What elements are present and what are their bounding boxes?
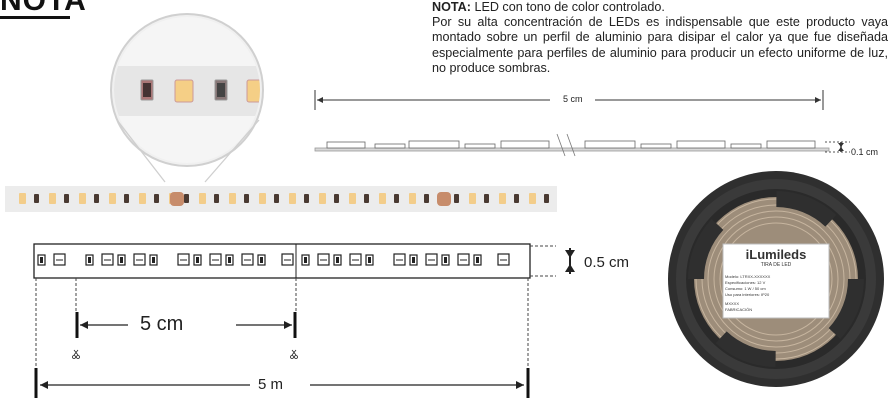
resistor-body (260, 257, 263, 263)
strip-diagram (33, 243, 575, 398)
profile-length-label: 5 cm (560, 94, 586, 104)
led-chip (259, 193, 266, 204)
profile-bar (314, 133, 830, 157)
reel-label-line: FABRICACIÓN (725, 307, 753, 312)
resistor-body (444, 257, 447, 263)
brand-logo: iLumileds (745, 247, 807, 262)
resistor (484, 194, 489, 203)
led-chip (469, 193, 476, 204)
total-length-label: 5 m (258, 376, 284, 393)
heading-underline (0, 16, 70, 19)
resistor-body (228, 257, 231, 263)
resistor-body (412, 257, 415, 263)
strip-leds (19, 192, 549, 206)
led-chip (319, 193, 326, 204)
resistor (94, 194, 99, 203)
reel-label-line: Uso para interiores: IP20 (725, 292, 770, 297)
resistor (274, 194, 279, 203)
resistor (424, 194, 429, 203)
scissors-icon (290, 349, 298, 359)
led-chip (349, 193, 356, 204)
resistor-body (476, 257, 479, 263)
note-first-line: LED con tono de color controlado. (474, 0, 665, 14)
resistor (214, 194, 219, 203)
reel-label-line: MXXXX (725, 301, 740, 306)
reel-label-title: TIRA DE LED (760, 262, 792, 268)
strip-components (37, 253, 510, 266)
resistor-body (336, 257, 339, 263)
resistor (514, 194, 519, 203)
led-chip (79, 193, 86, 204)
resistor-body (40, 257, 43, 263)
resistor (394, 194, 399, 203)
reel-label: iLumileds TIRA DE LED Modelo: LTRXX-XXXX… (725, 248, 827, 313)
resistor (454, 194, 459, 203)
profile-height-label: 0.1 cm (851, 147, 879, 157)
led-reel-image (668, 171, 884, 387)
resistor-body (196, 257, 199, 263)
magnified-leds (140, 79, 260, 103)
scissors-icon (72, 349, 80, 359)
reel-label-line: Especificaciones: 12 V (725, 280, 766, 285)
led-strip-photo (5, 186, 557, 212)
resistor (184, 194, 189, 203)
reel-label-line: Consumo: 1 W / 50 cm (725, 286, 766, 291)
led-chip (529, 193, 536, 204)
cut-interval-label: 5 cm (140, 313, 184, 335)
resistor (244, 194, 249, 203)
led-chip (409, 193, 416, 204)
resistor (544, 194, 549, 203)
led-chip (379, 193, 386, 204)
led-chip (199, 193, 206, 204)
resistor-body (88, 257, 91, 263)
note-label: NOTA: (432, 0, 471, 14)
resistor (334, 194, 339, 203)
resistor (364, 194, 369, 203)
led-chip (229, 193, 236, 204)
copper-pad (437, 192, 451, 206)
note-paragraph: Por su alta concentración de LEDs es ind… (432, 15, 888, 75)
resistor (64, 194, 69, 203)
led-chip (19, 193, 26, 204)
resistor (154, 194, 159, 203)
led-chip (109, 193, 116, 204)
note-text: NOTA: LED con tono de color controlado. … (432, 0, 888, 76)
led-chip (139, 193, 146, 204)
copper-pad (170, 192, 184, 206)
led-chip (49, 193, 56, 204)
resistor (34, 194, 39, 203)
led-chip (499, 193, 506, 204)
reel-label-line: Modelo: LTRXX-XXXXXX (725, 274, 771, 279)
resistor-body (368, 257, 371, 263)
magnifier-callout (110, 13, 264, 183)
strip-width-label: 0.5 cm (584, 254, 630, 271)
resistor (304, 194, 309, 203)
profile-diagram (314, 90, 850, 157)
led-chip (289, 193, 296, 204)
resistor-body (152, 257, 155, 263)
resistor-body (304, 257, 307, 263)
section-heading: NOTA (0, 0, 87, 17)
resistor (124, 194, 129, 203)
resistor-body (120, 257, 123, 263)
